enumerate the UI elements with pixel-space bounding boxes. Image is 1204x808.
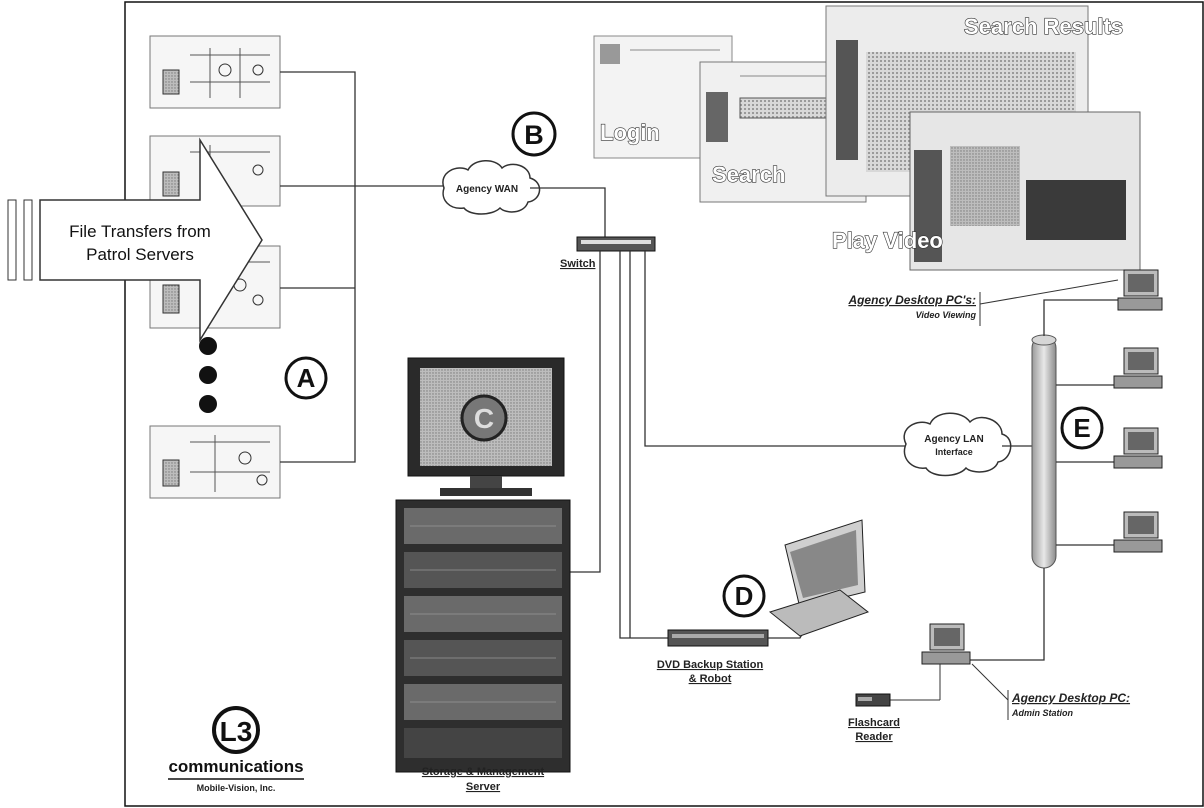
flashcard-reader [856,694,890,706]
lan-backbone [1032,335,1056,568]
desktop-pc-3 [1114,428,1162,468]
storage-label-line1: Storage & Management [422,766,545,778]
flashcard-label-line2: Reader [855,731,893,743]
desktop-pcs-subtitle: Video Viewing [916,310,977,320]
marker-e: E [1062,408,1102,448]
ellipsis-dot [199,337,217,355]
flashcard-label-line1: Flashcard [848,717,900,729]
patrol-server-1 [150,36,280,108]
svg-text:Search Results: Search Results [964,14,1123,39]
switch-label: Switch [560,258,596,270]
svg-text:L3: L3 [220,716,253,747]
storage-label-line2: Server [466,781,501,793]
svg-text:Login: Login [600,120,660,145]
svg-text:D: D [735,581,754,611]
svg-text:Search: Search [712,162,785,187]
marker-d: D [724,576,764,616]
arrow-label-line1: File Transfers from [69,222,211,241]
l3-logo: L3 communications Mobile-Vision, Inc. [168,708,304,793]
admin-pc [890,624,970,700]
svg-text:C: C [474,403,494,434]
ellipsis-dot [199,395,217,413]
desktop-pc-2 [1114,348,1162,388]
marker-a: A [286,358,326,398]
svg-text:Mobile-Vision, Inc.: Mobile-Vision, Inc. [197,783,276,793]
admin-pc-subtitle: Admin Station [1011,708,1073,718]
marker-b: B [513,113,555,155]
admin-pc-title: Agency Desktop PC: [1011,691,1130,705]
svg-text:communications: communications [168,757,303,776]
admin-pc-callout [972,664,1008,700]
svg-text:Agency WAN: Agency WAN [456,184,518,195]
arrow-label-line2: Patrol Servers [86,245,194,264]
svg-text:Interface: Interface [935,447,973,457]
svg-text:Play Video: Play Video [832,228,943,253]
desktop-pcs-title: Agency Desktop PC's: [847,293,976,307]
svg-text:Agency LAN: Agency LAN [924,434,983,445]
network-switch: Switch [560,237,655,270]
patrol-server-4 [150,426,280,498]
agency-lan-cloud: Agency LAN Interface [904,413,1011,475]
wan-switch-link [530,188,605,237]
svg-text:A: A [297,363,316,393]
dvd-label-line1: DVD Backup Station [657,659,764,671]
dvd-label-line2: & Robot [689,673,732,685]
svg-text:B: B [524,120,544,150]
marker-c: C [462,396,506,440]
dvd-backup-robot [668,520,868,646]
agency-wan-cloud: Agency WAN [443,161,540,214]
svg-text:E: E [1073,413,1090,443]
desktop-pc-4 [1114,512,1162,552]
desktop-pc-1 [1118,270,1162,310]
ellipsis-dot [199,366,217,384]
